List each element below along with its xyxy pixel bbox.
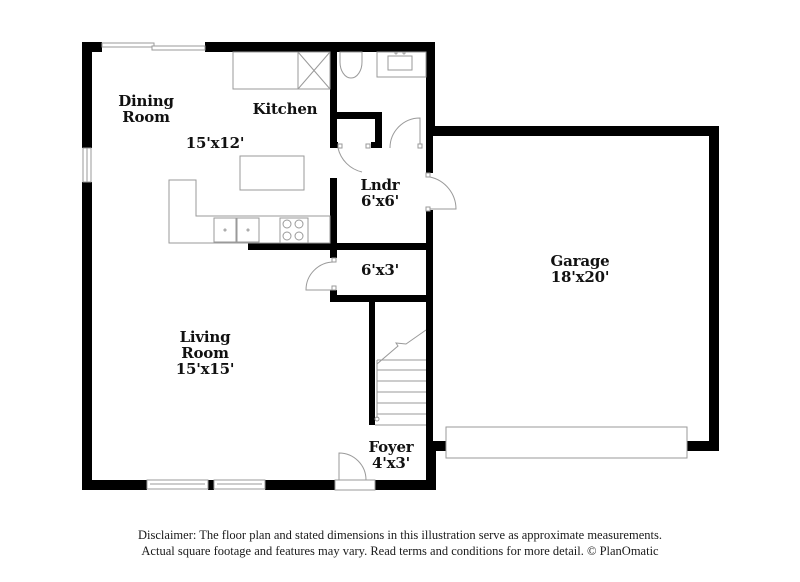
laundry-name: Lndr xyxy=(360,176,400,194)
room-label-foyer: Foyer 4'x3' xyxy=(360,439,422,471)
disclaimer-line-2: Actual square footage and features may v… xyxy=(141,544,659,558)
room-label-closet: 6'x3' xyxy=(345,262,415,278)
windows xyxy=(82,42,266,490)
kitchen-name: Kitchen xyxy=(252,100,318,118)
living-name-line1: Living xyxy=(179,328,231,346)
disclaimer-line-1: Disclaimer: The floor plan and stated di… xyxy=(138,528,662,542)
walls xyxy=(82,42,719,490)
living-name-line2: Room xyxy=(181,344,229,362)
laundry-dimensions: 6'x6' xyxy=(360,192,399,210)
kitchen-dimensions: 15'x12' xyxy=(185,134,245,152)
foyer-name: Foyer xyxy=(368,438,414,456)
disclaimer: Disclaimer: The floor plan and stated di… xyxy=(0,527,800,559)
doors xyxy=(305,117,457,491)
stairs xyxy=(374,329,427,426)
room-label-garage: Garage 18'x20' xyxy=(530,253,630,285)
dining-name-line1: Dining xyxy=(118,92,174,110)
closet-dimensions: 6'x3' xyxy=(360,261,399,279)
garage-dimensions: 18'x20' xyxy=(550,268,610,286)
room-label-living: Living Room 15'x15' xyxy=(160,329,250,377)
garage-name: Garage xyxy=(550,252,610,270)
foyer-dimensions: 4'x3' xyxy=(371,454,410,472)
dining-name-line2: Room xyxy=(122,108,170,126)
fixtures xyxy=(168,51,688,459)
living-dimensions: 15'x15' xyxy=(175,360,235,378)
room-label-kitchen: Kitchen xyxy=(240,101,330,117)
room-label-dining: Dining Room xyxy=(106,93,186,125)
room-label-laundry: Lndr 6'x6' xyxy=(340,177,420,209)
